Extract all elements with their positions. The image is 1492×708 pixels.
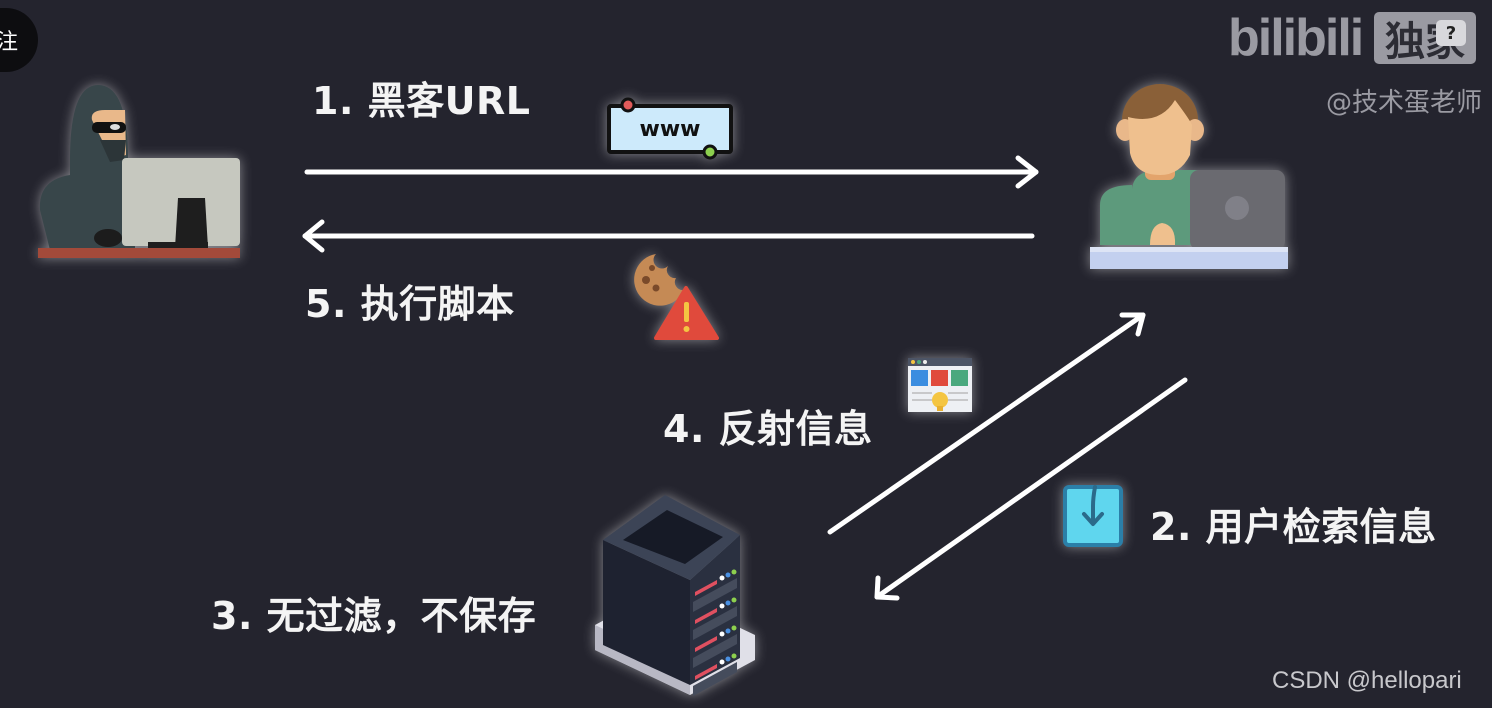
follow-badge-label: 注: [0, 30, 18, 55]
webpage-layout-icon: [908, 358, 972, 412]
server-slot-led: [695, 664, 717, 680]
server-slot: [693, 606, 737, 640]
server-slot: [693, 662, 737, 696]
svg-text:www: www: [640, 117, 701, 142]
hacker-at-computer-icon: [38, 85, 240, 258]
server-status-dot: [719, 659, 725, 665]
server-slot-led: [695, 580, 717, 596]
user-at-laptop-icon: [1090, 84, 1288, 269]
csdn-watermark: CSDN @hellopari: [1272, 667, 1462, 694]
server-status-dot: [731, 625, 737, 631]
server-status-dot: [719, 603, 725, 609]
bilibili-logo: bilibili: [1228, 9, 1364, 67]
server-slot-led: [695, 608, 717, 624]
step-1-label: 1. 黑客URL: [312, 79, 531, 123]
cookie-warning-icon: [634, 254, 719, 340]
server-status-dot: [719, 575, 725, 581]
help-button[interactable]: ?: [1436, 20, 1466, 46]
arrow-step-2: [874, 377, 1188, 601]
author-credit: @技术蛋老师: [1326, 88, 1483, 118]
step-5-label: 5. 执行脚本: [305, 282, 515, 326]
server-status-dot: [731, 597, 737, 603]
www-url-icon: www: [607, 97, 733, 160]
server-slot: [693, 578, 737, 612]
server-status-dot: [719, 631, 725, 637]
step-2-label: 2. 用户检索信息: [1150, 505, 1437, 549]
server-status-dot: [731, 569, 737, 575]
arrow-step-1: [304, 155, 1039, 189]
server-rack-icon: [595, 495, 755, 696]
download-inbox-icon: [1063, 485, 1123, 547]
server-status-dot: [725, 600, 731, 606]
step-4-label: 4. 反射信息: [663, 407, 873, 451]
step-3-label: 3. 无过滤，不保存: [211, 594, 537, 638]
server-status-dot: [725, 656, 731, 662]
server-status-dot: [725, 628, 731, 634]
arrow-step-4: [827, 312, 1146, 535]
server-slot-led: [695, 636, 717, 652]
arrow-step-5: [302, 219, 1035, 253]
server-slot: [693, 634, 737, 668]
server-status-dot: [731, 653, 737, 659]
server-status-dot: [725, 572, 731, 578]
